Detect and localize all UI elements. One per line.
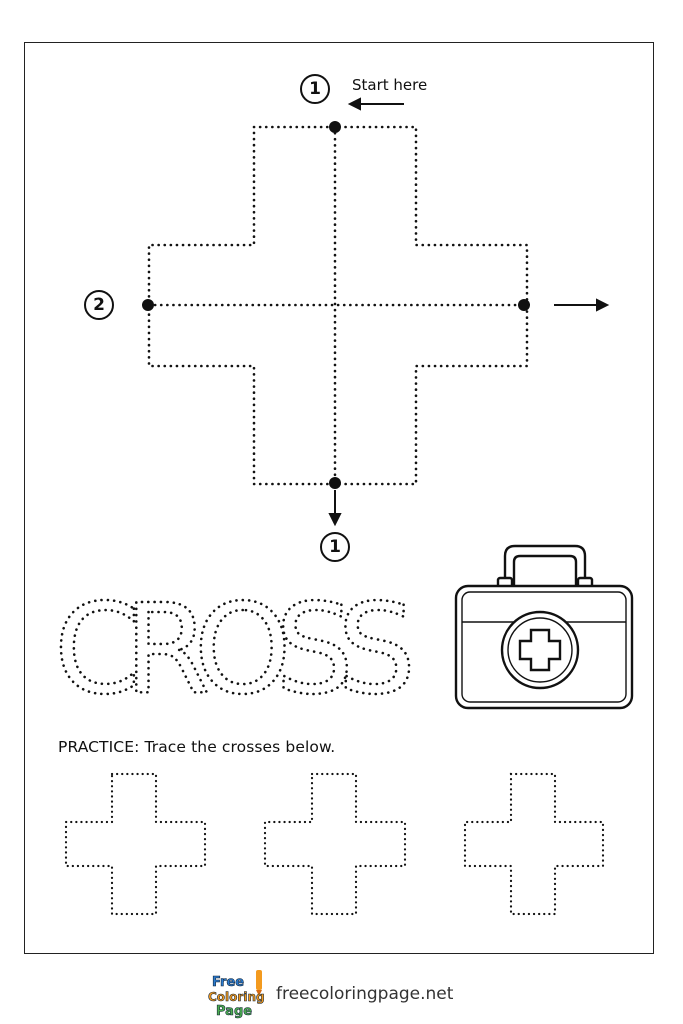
first-aid-kit-icon (454, 544, 634, 710)
free-coloring-page-logo: Free Coloring Page (208, 970, 265, 1019)
path-dots (142, 121, 530, 489)
worksheet-frame (24, 42, 654, 954)
practice-cross-3 (463, 772, 605, 916)
step-one-end-badge: 1 (320, 532, 350, 562)
arrow-left-icon (347, 97, 404, 111)
practice-instruction: PRACTICE: Trace the crosses below. (58, 738, 336, 756)
start-here-label: Start here (352, 76, 428, 94)
practice-crosses (64, 772, 605, 916)
site-url[interactable]: freecoloringpage.net (276, 984, 454, 1004)
practice-cross-2 (263, 772, 407, 916)
svg-text:CROSS: CROSS (54, 578, 422, 722)
footer: Free Coloring Page freecoloringpage.net (206, 968, 506, 1020)
dotted-word-cross: CROSS (53, 577, 422, 724)
svg-text:Coloring: Coloring (208, 990, 265, 1004)
svg-text:Page: Page (216, 1004, 252, 1019)
arrow-right-icon (554, 298, 610, 312)
step-one-badge: 1 (300, 74, 330, 104)
practice-cross-1 (64, 772, 207, 916)
big-cross-outline (147, 125, 529, 486)
svg-text:Free: Free (212, 975, 244, 990)
step-two-badge: 2 (84, 290, 114, 320)
guide-lines (147, 125, 526, 486)
arrow-down-icon (328, 490, 342, 527)
